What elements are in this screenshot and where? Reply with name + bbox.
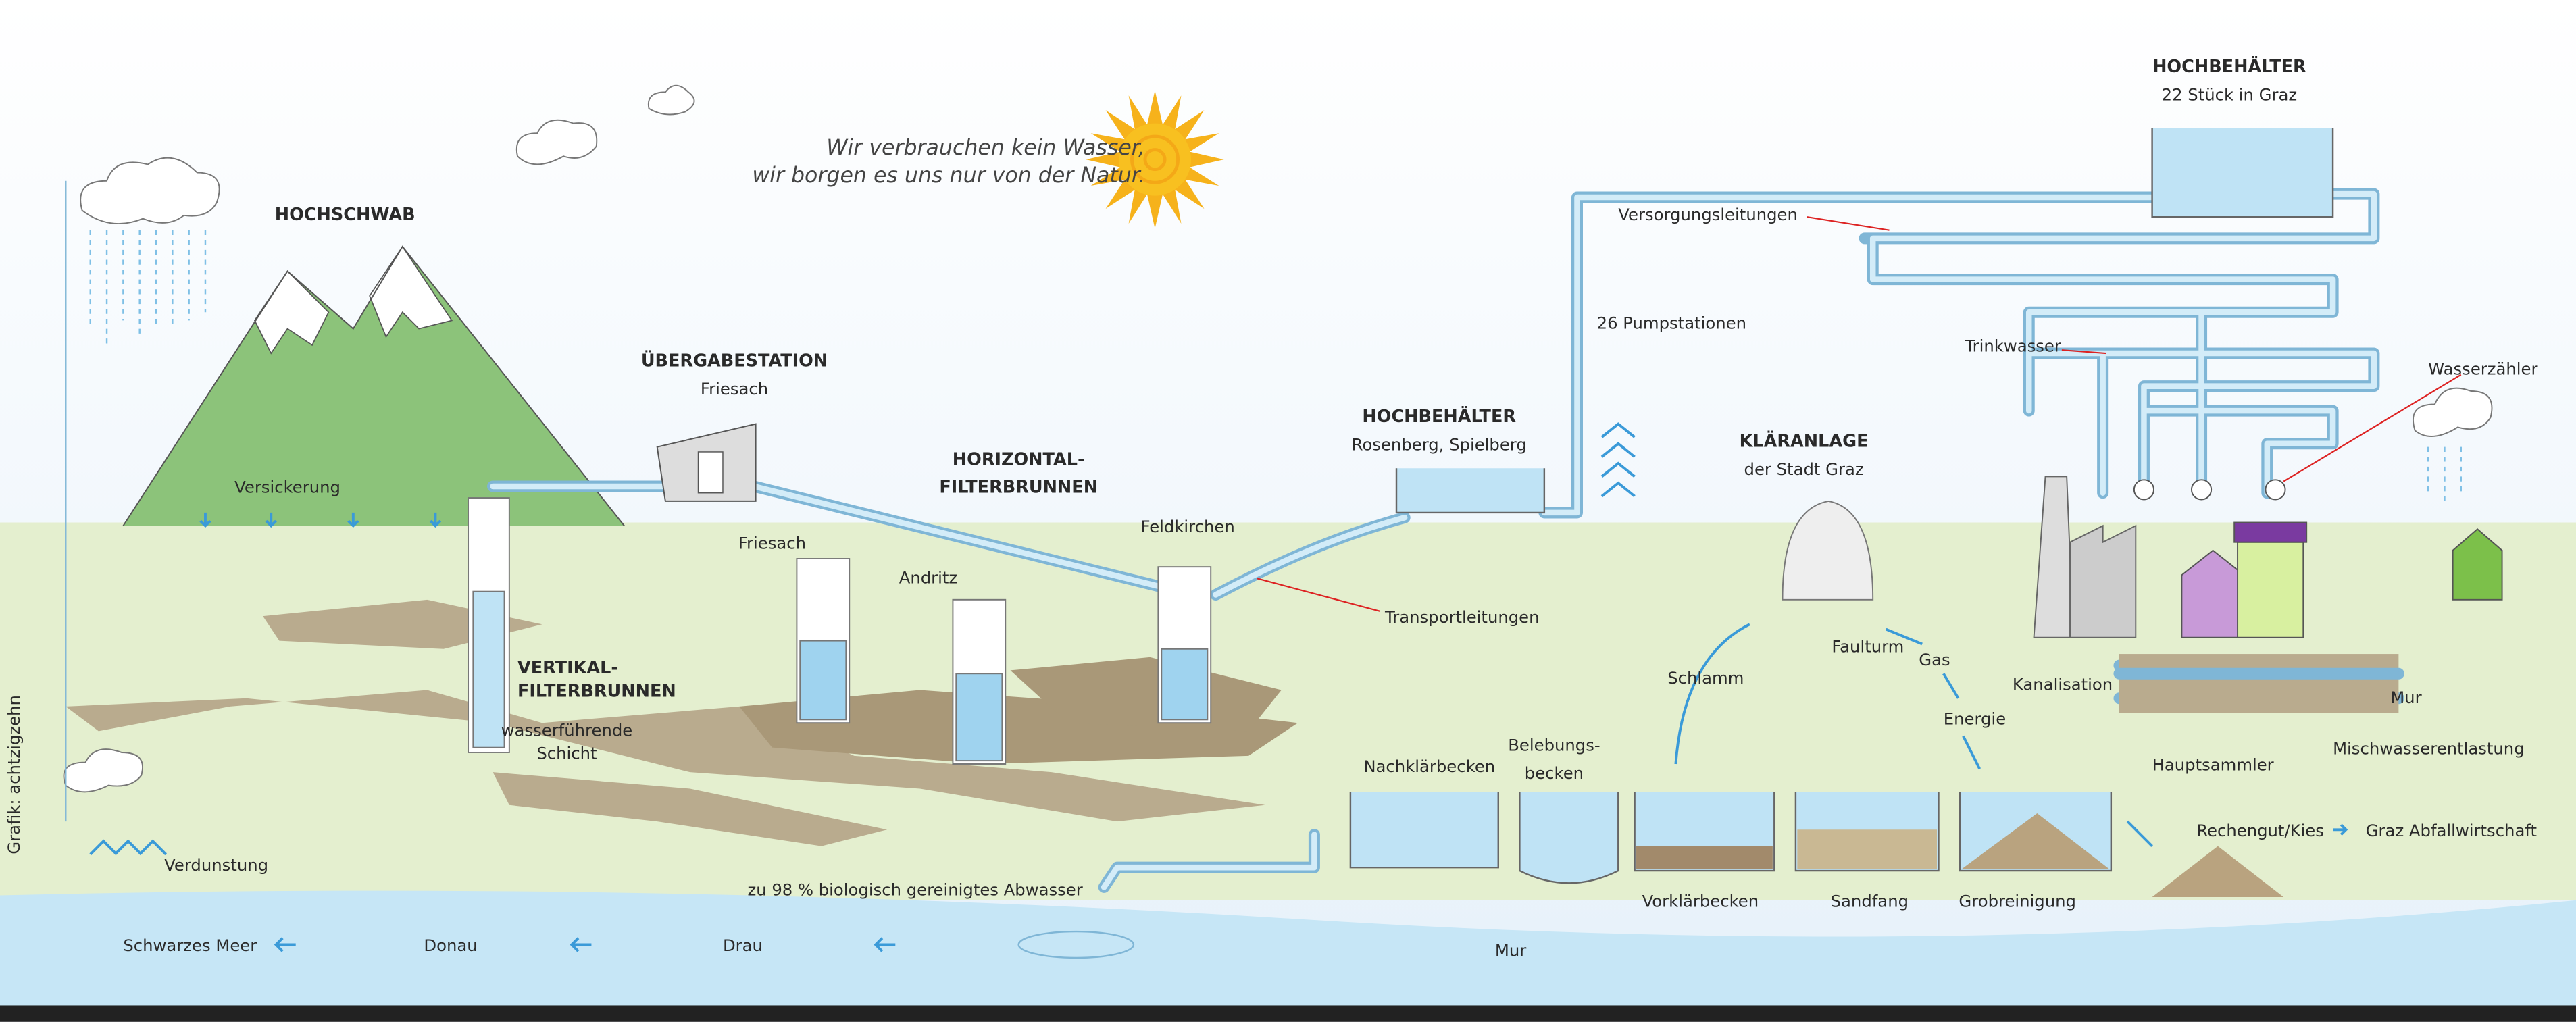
water-meter-icon [2133, 479, 2286, 501]
bottom-border [0, 1005, 2576, 1022]
label-versickerung: Versickerung [234, 478, 340, 497]
faulturm-digester [1782, 500, 1874, 601]
rain-icon [89, 230, 2462, 501]
wells [468, 497, 1212, 765]
uebergabestation-building [656, 423, 757, 502]
label-vertikal-1: VERTIKAL- [517, 658, 618, 678]
soil-layers [66, 599, 1298, 846]
label-wasserzaehler: Wasserzähler [2428, 359, 2537, 379]
process-arrows [89, 512, 2348, 952]
label-friesach: Friesach [738, 533, 806, 553]
treatment-basins [1349, 792, 2113, 884]
label-schicht-2: Schicht [536, 744, 597, 763]
reservoir-tanks [1395, 128, 2334, 514]
label-vorklaerbecken: Vorklärbecken [1642, 892, 1759, 911]
quote-line2: wir borgen es uns nur von der Natur. [752, 163, 1145, 188]
label-abfallwirtschaft: Graz Abfallwirtschaft [2366, 821, 2537, 840]
label-abwasser: zu 98 % biologisch gereinigtes Abwasser [747, 880, 1082, 900]
label-hochbehaelter-1: HOCHBEHÄLTER [1362, 407, 1516, 427]
label-faulturm: Faulturm [1832, 637, 1904, 657]
label-vertikal-2: FILTERBRUNNEN [517, 681, 676, 701]
houses [2181, 521, 2503, 638]
label-mischwasserentlastung: Mischwasserentlastung [2333, 738, 2525, 758]
label-horizontal-1: HORIZONTAL- [953, 449, 1085, 469]
label-schicht-1: wasserführende [501, 721, 633, 740]
label-uebergabestation: ÜBERGABESTATION [641, 351, 828, 372]
label-mur-river: Mur [1495, 941, 1526, 961]
quote-line1: Wir verbrauchen kein Wasser, [826, 136, 1145, 160]
label-klaeranlage: KLÄRANLAGE [1740, 432, 1869, 452]
river-band [0, 890, 2576, 1006]
label-rechengut: Rechengut/Kies [2196, 821, 2324, 840]
cloud-icon [515, 119, 598, 165]
pump-arrows [1600, 422, 1636, 498]
label-belebungsbecken-1: Belebungs- [1508, 736, 1600, 755]
label-verdunstung: Verdunstung [164, 855, 268, 875]
label-nachklaerbecken: Nachklärbecken [1363, 757, 1495, 776]
label-horizontal-2: FILTERBRUNNEN [939, 478, 1098, 498]
label-transportleitungen: Transportleitungen [1384, 607, 1540, 627]
label-hochbehaelter-1-sub: Rosenberg, Spielberg [1352, 435, 1527, 455]
label-schlamm: Schlamm [1667, 668, 1744, 688]
label-mur-top: Mur [2390, 688, 2421, 707]
credit-text: Grafik: achtzigzehn [4, 695, 24, 854]
factory [2033, 476, 2137, 638]
label-trinkwasser: Trinkwasser [1964, 336, 2061, 356]
sewer-soil [2119, 654, 2399, 713]
label-donau: Donau [424, 936, 477, 955]
label-schwarzes-meer: Schwarzes Meer [123, 936, 257, 955]
label-hochbehaelter-2-sub: 22 Stück in Graz [2162, 85, 2297, 105]
label-hauptsammler: Hauptsammler [2152, 755, 2274, 775]
cloud-icon [647, 84, 695, 116]
label-hochschwab: HOCHSCHWAB [275, 205, 415, 225]
rechengut-pile [2152, 846, 2284, 897]
mountain-hochschwab [122, 245, 625, 526]
label-andritz: Andritz [899, 567, 957, 587]
cloud-icon [63, 748, 144, 793]
label-uebergabestation-sub: Friesach [701, 379, 768, 399]
label-versorgungsleitungen: Versorgungsleitungen [1618, 205, 1798, 224]
cloud-icon [80, 157, 220, 225]
label-klaeranlage-sub: der Stadt Graz [1744, 459, 1864, 479]
label-pumpstationen: 26 Pumpstationen [1597, 313, 1746, 333]
label-grobreinigung: Grobreinigung [1959, 892, 2076, 911]
label-belebungsbecken-2: becken [1525, 763, 1584, 783]
label-drau: Drau [723, 936, 763, 955]
label-hochbehaelter-2: HOCHBEHÄLTER [2152, 57, 2306, 77]
label-gas: Gas [1919, 650, 1950, 669]
label-kanalisation: Kanalisation [2013, 675, 2113, 694]
label-feldkirchen: Feldkirchen [1141, 517, 1235, 536]
label-sandfang: Sandfang [1831, 892, 1909, 911]
outflow-ripple [1017, 930, 1135, 959]
leader-lines [1257, 216, 2462, 612]
label-energie: Energie [1944, 709, 2006, 729]
cloud-icon [2412, 387, 2493, 437]
